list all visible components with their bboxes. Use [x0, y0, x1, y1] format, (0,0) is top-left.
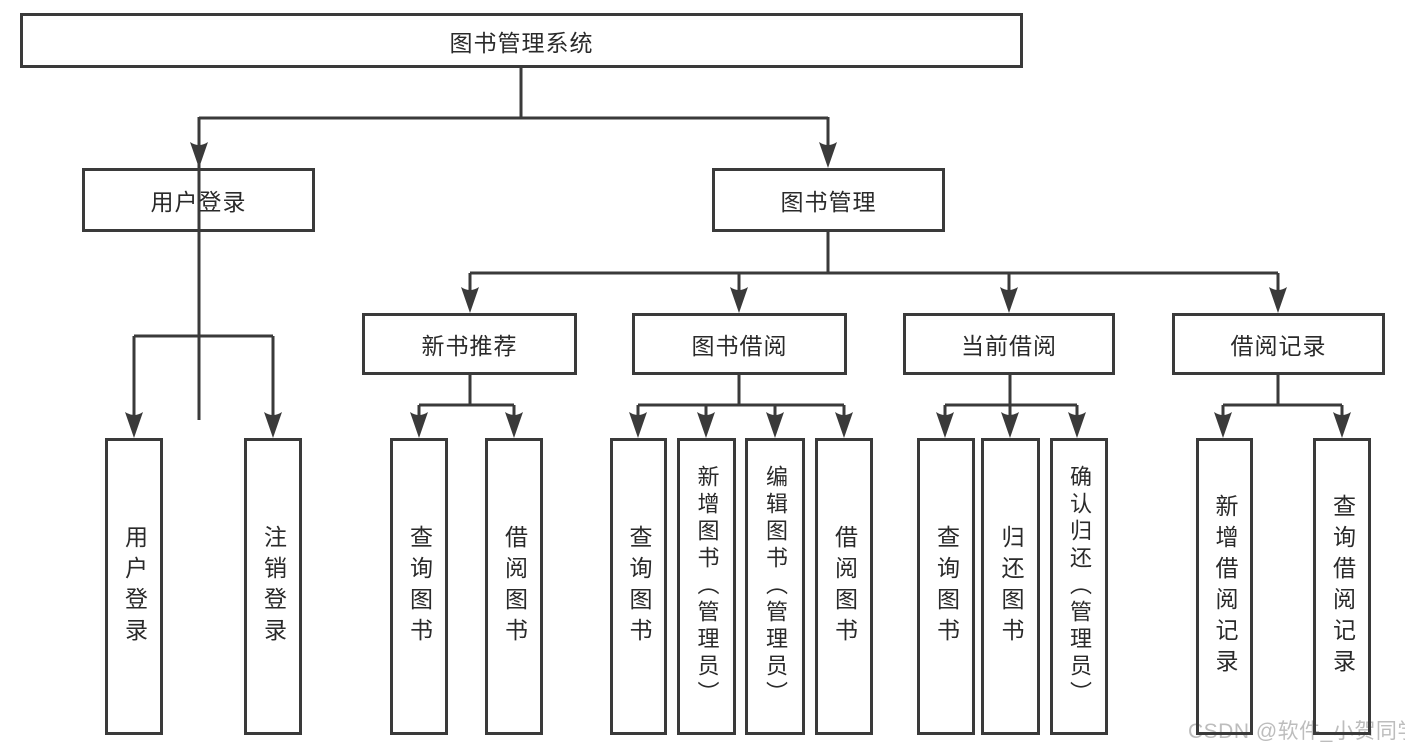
- leaf-add-borrow-record: 新增借阅记录: [1196, 438, 1253, 735]
- node-root: 图书管理系统: [20, 13, 1023, 68]
- node-book-borrow-label: 图书借阅: [691, 333, 788, 359]
- leaf-recommend-borrow-book: 借阅图书: [485, 438, 543, 735]
- leaf-user-login: 用户登录: [105, 438, 163, 735]
- node-borrow-records-label: 借阅记录: [1230, 333, 1327, 359]
- leaf-query-borrow-record: 查询借阅记录: [1313, 438, 1371, 735]
- arrowheads: [125, 142, 1351, 438]
- node-book-management-label: 图书管理: [780, 189, 877, 215]
- leaf-borrow-book: 借阅图书: [815, 438, 873, 735]
- node-book-management: 图书管理: [712, 168, 945, 232]
- leaf-current-query-book: 查询图书: [917, 438, 975, 735]
- leaf-return-book: 归还图书: [981, 438, 1040, 735]
- node-user-login-label: 用户登录: [150, 189, 247, 215]
- node-new-book-recommend-label: 新书推荐: [421, 333, 518, 359]
- leaf-add-book-admin: 新增图书（管理员）: [677, 438, 736, 735]
- node-book-borrow: 图书借阅: [632, 313, 847, 375]
- leaf-borrow-query-book: 查询图书: [610, 438, 667, 735]
- leaf-logout: 注销登录: [244, 438, 302, 735]
- node-current-borrow: 当前借阅: [903, 313, 1115, 375]
- leaf-edit-book-admin: 编辑图书（管理员）: [745, 438, 805, 735]
- node-root-label: 图书管理系统: [449, 29, 594, 56]
- node-user-login: 用户登录: [82, 168, 315, 232]
- csdn-watermark: CSDN @软件_小贺同学: [1188, 720, 1405, 743]
- leaf-recommend-query-book: 查询图书: [390, 438, 448, 735]
- leaf-confirm-return-admin: 确认归还（管理员）: [1050, 438, 1108, 735]
- node-borrow-records: 借阅记录: [1172, 313, 1385, 375]
- node-current-borrow-label: 当前借阅: [961, 333, 1057, 359]
- node-new-book-recommend: 新书推荐: [362, 313, 577, 375]
